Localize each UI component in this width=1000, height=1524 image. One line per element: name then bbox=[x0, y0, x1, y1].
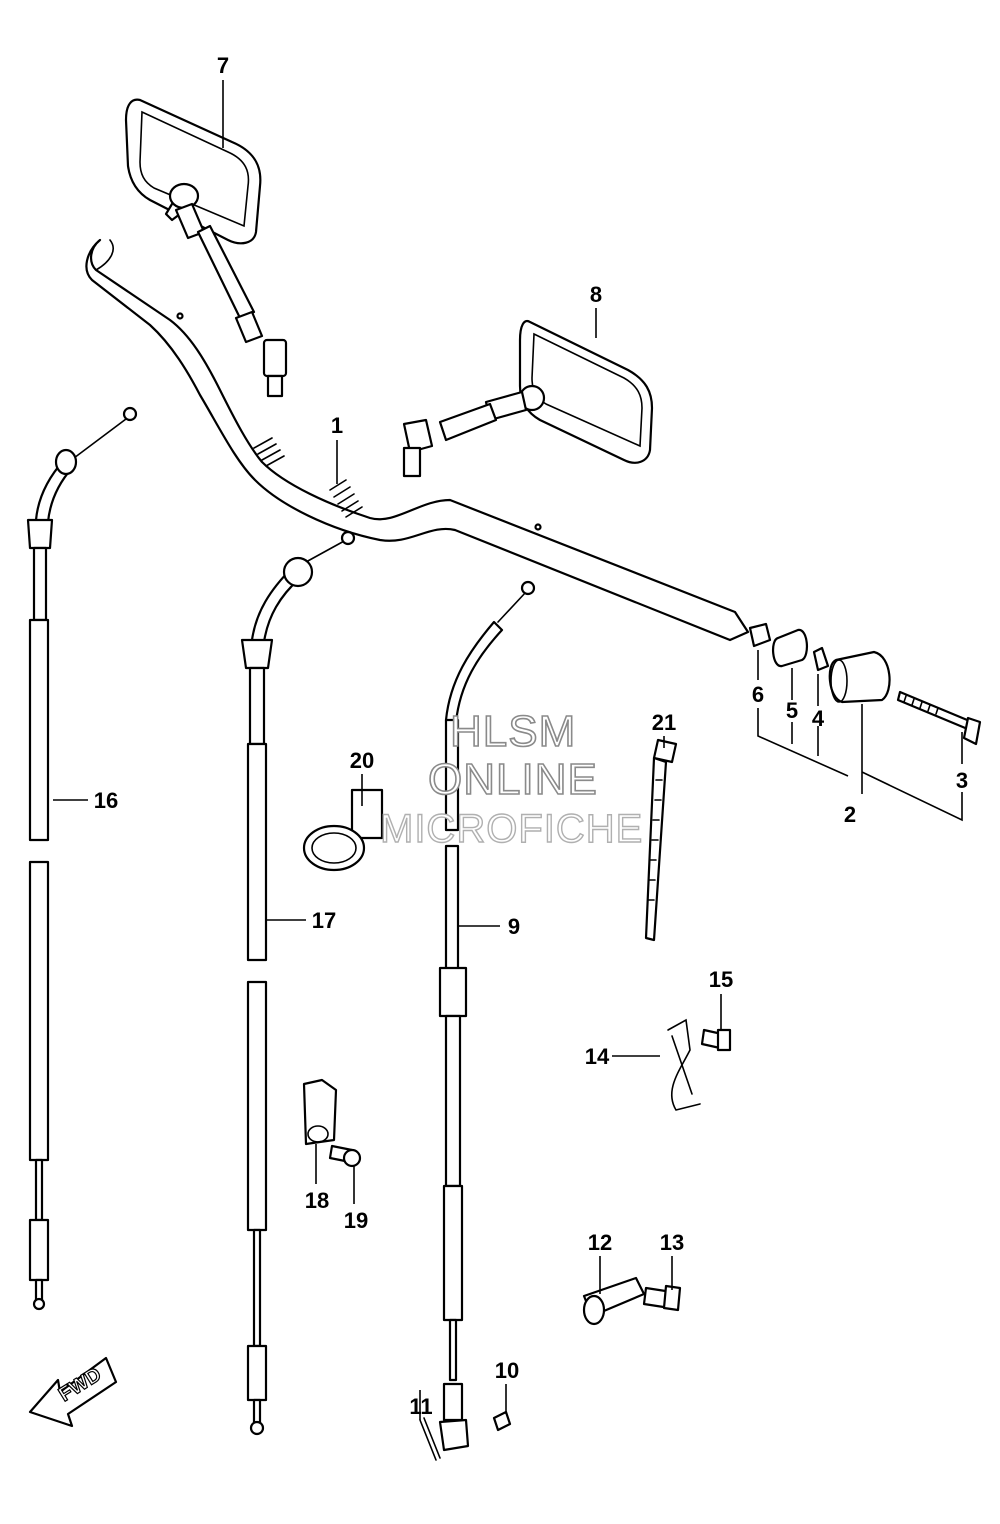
callout-9: 9 bbox=[508, 914, 520, 939]
callout-17: 17 bbox=[312, 908, 336, 933]
callout-13: 13 bbox=[660, 1230, 684, 1255]
watermark-line-3: MICROFICHE bbox=[380, 807, 643, 851]
mirror-left-part-7 bbox=[124, 98, 288, 398]
callout-10: 10 bbox=[495, 1358, 519, 1383]
bar-end-assembly bbox=[748, 622, 982, 746]
callout-5: 5 bbox=[786, 698, 798, 723]
collar-part-6 bbox=[748, 622, 772, 648]
callout-3: 3 bbox=[956, 768, 968, 793]
clamp-part-20 bbox=[302, 788, 384, 872]
callout-6: 6 bbox=[752, 682, 764, 707]
mirror-right-part-8 bbox=[402, 319, 654, 478]
clevis-yoke bbox=[438, 1418, 470, 1452]
callout-16: 16 bbox=[94, 788, 118, 813]
callout-7: 7 bbox=[217, 53, 229, 78]
callout-15: 15 bbox=[709, 967, 733, 992]
callout-8: 8 bbox=[590, 282, 602, 307]
washer-part-4 bbox=[812, 646, 830, 672]
bolt-part-3 bbox=[896, 690, 982, 746]
callout-14: 14 bbox=[585, 1044, 610, 1069]
cable-part-16 bbox=[26, 406, 138, 1311]
callout-19: 19 bbox=[344, 1208, 368, 1233]
callout-20: 20 bbox=[350, 748, 374, 773]
callout-1: 1 bbox=[331, 413, 343, 438]
cotter-pin-part-11 bbox=[419, 1417, 441, 1461]
handlebar-part-1 bbox=[85, 238, 750, 642]
cable-part-9 bbox=[438, 580, 536, 1422]
spacer-part-5 bbox=[772, 628, 808, 668]
callout-4: 4 bbox=[812, 706, 825, 731]
clamp-part-18 bbox=[302, 1078, 338, 1146]
watermark-line-1: HLSM bbox=[450, 707, 576, 756]
callout-12: 12 bbox=[588, 1230, 612, 1255]
handlebar-knurl-left bbox=[253, 437, 285, 467]
weight-part-2 bbox=[828, 650, 891, 704]
bolt-part-13 bbox=[642, 1284, 682, 1312]
leader-lines bbox=[53, 80, 963, 1420]
clevis-pin-part-10 bbox=[492, 1410, 512, 1432]
bracket-part-12 bbox=[582, 1276, 646, 1326]
spring-clip-part-14 bbox=[667, 1018, 701, 1111]
callout-21: 21 bbox=[652, 710, 676, 735]
bolt-part-15 bbox=[700, 1028, 732, 1052]
bolt-part-19 bbox=[328, 1144, 362, 1168]
callout-labels: 7 8 1 16 17 9 20 21 6 5 4 3 2 15 14 12 1… bbox=[94, 53, 968, 1419]
callout-18: 18 bbox=[305, 1188, 329, 1213]
callout-2: 2 bbox=[844, 802, 856, 827]
cable-part-17 bbox=[240, 530, 356, 1436]
watermark-line-2: ONLINE bbox=[428, 755, 598, 804]
forward-direction-arrow: FWD bbox=[28, 1356, 118, 1428]
callout-11: 11 bbox=[409, 1394, 432, 1419]
handlebar-knurl-center bbox=[329, 479, 363, 518]
band-part-21 bbox=[644, 738, 678, 942]
watermark: HLSM ONLINE MICROFICHE bbox=[379, 706, 643, 852]
